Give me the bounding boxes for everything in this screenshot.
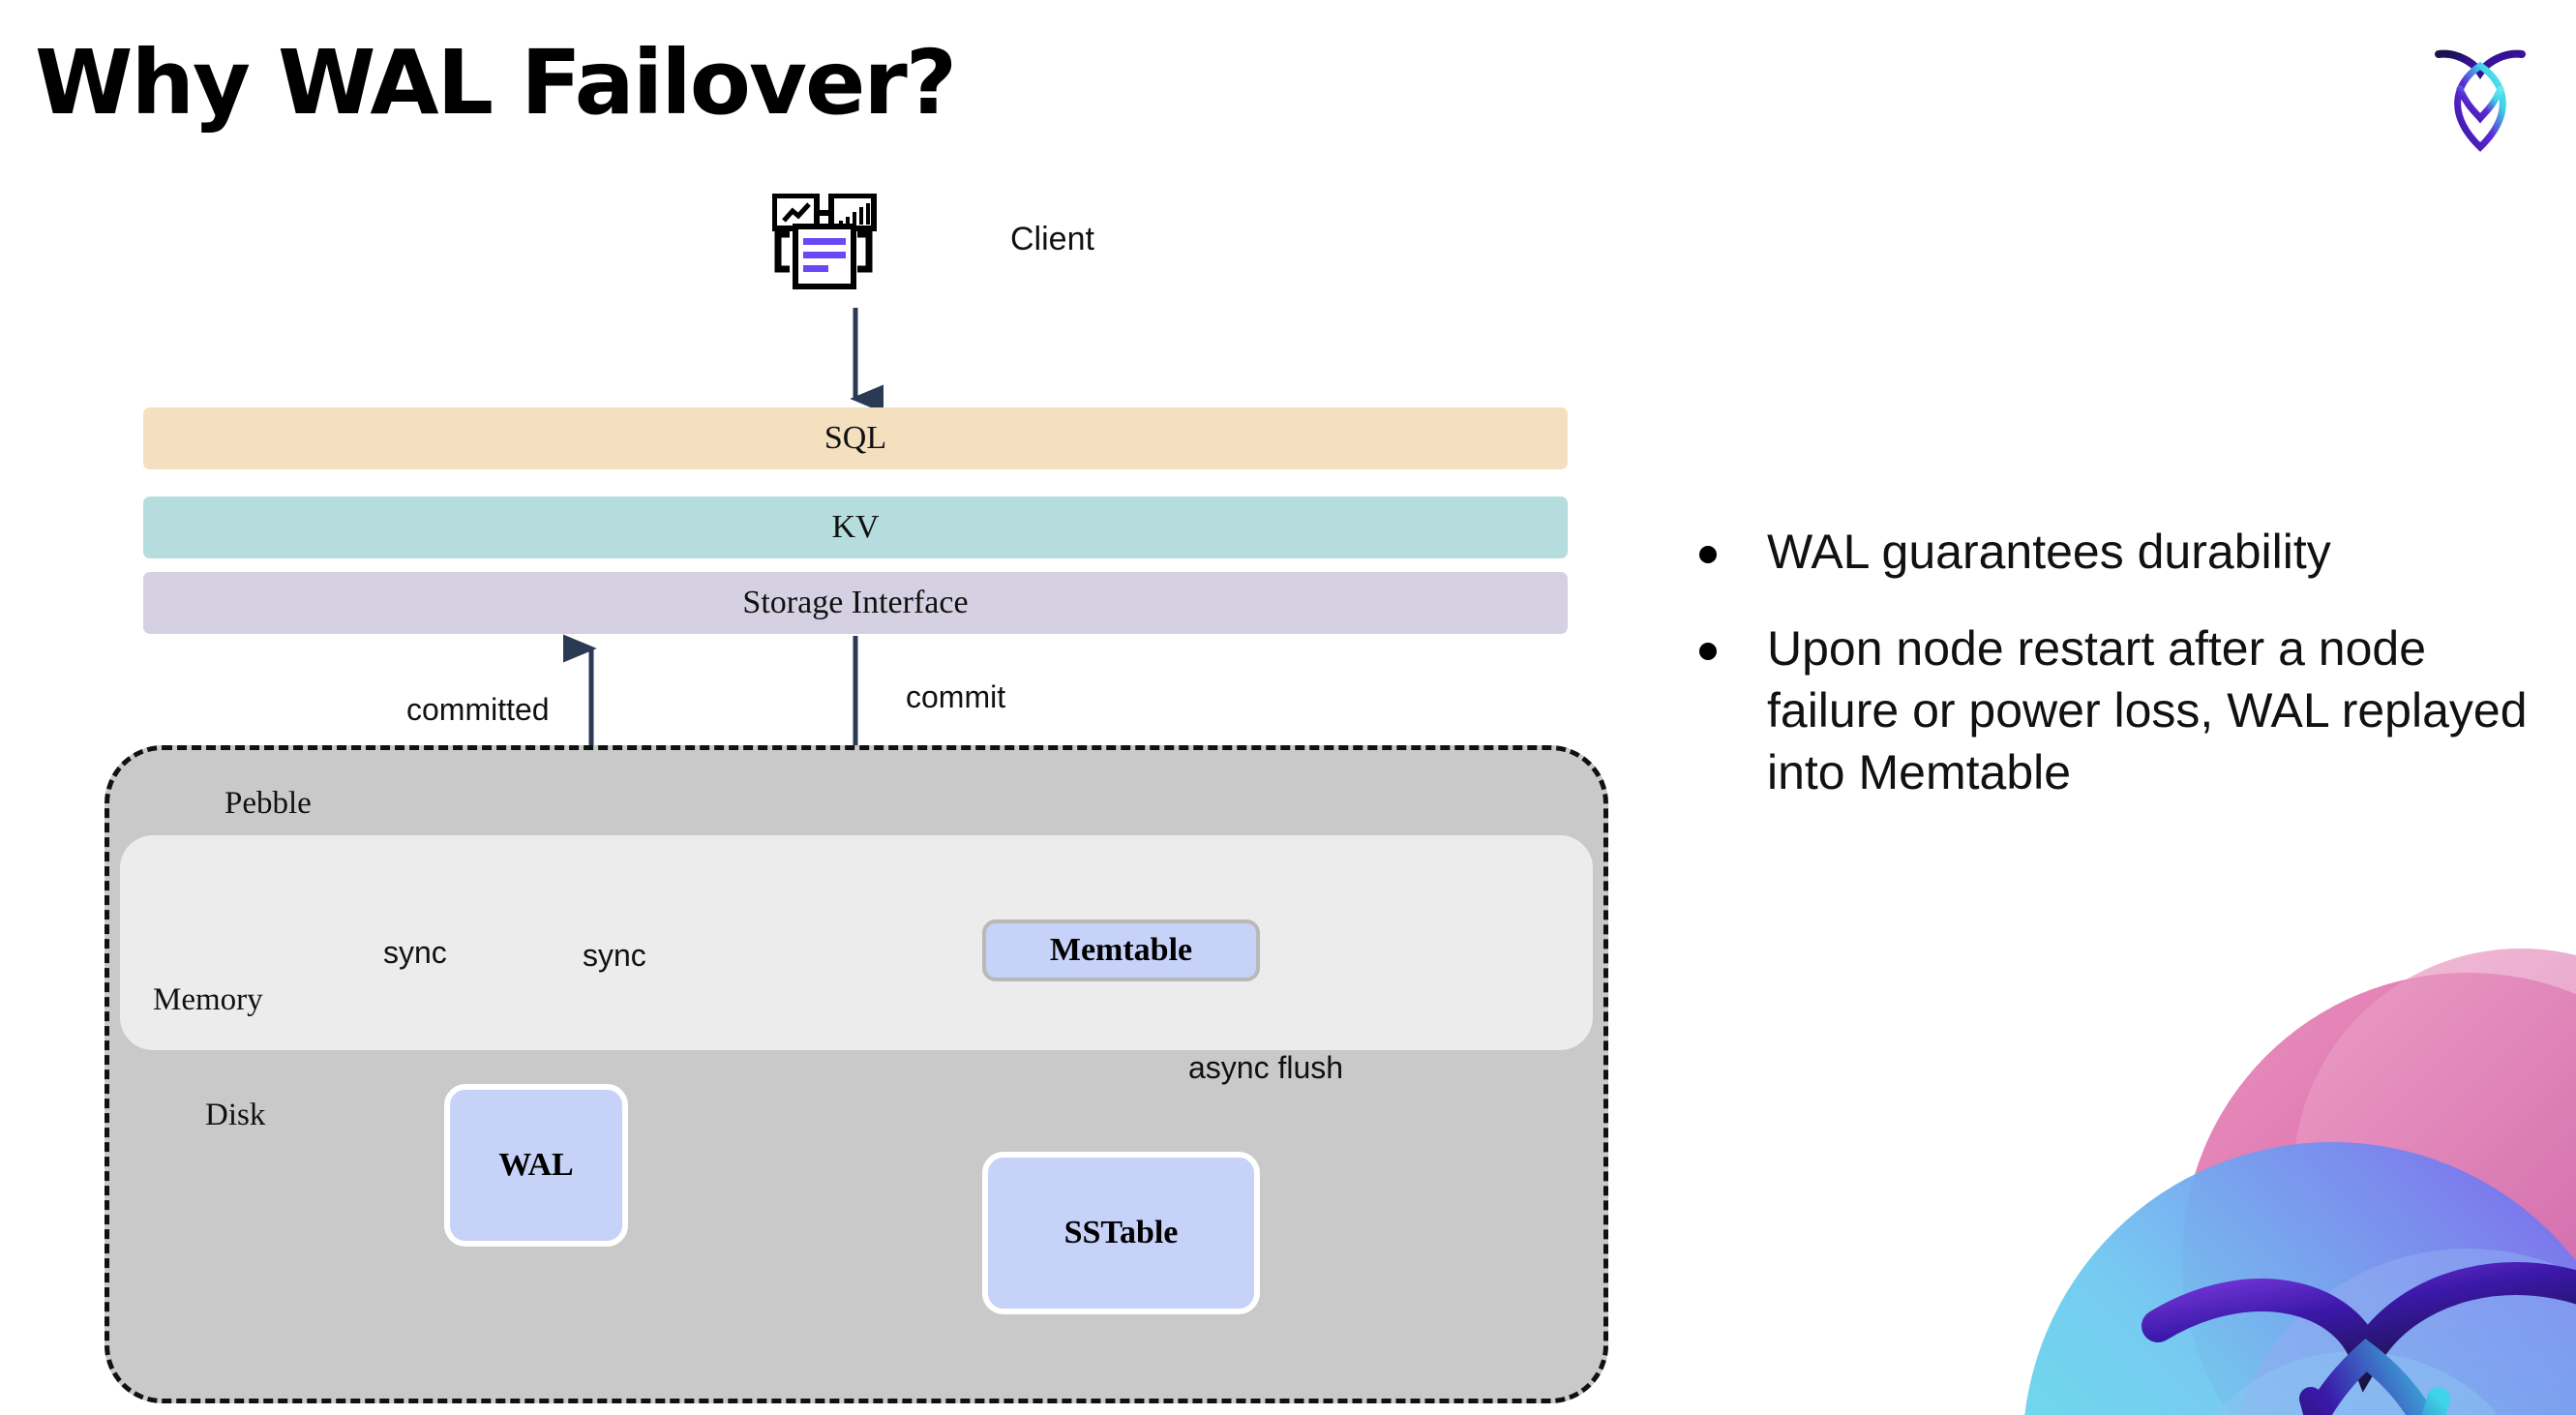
node-memtable-label: Memtable bbox=[1049, 932, 1193, 968]
layer-storage-label: Storage Interface bbox=[742, 585, 969, 620]
node-sstable[interactable]: SSTable bbox=[982, 1152, 1260, 1314]
edge-label-committed: committed bbox=[406, 692, 550, 727]
layer-storage-interface[interactable]: Storage Interface bbox=[143, 572, 1568, 634]
node-memtable[interactable]: Memtable bbox=[982, 919, 1260, 981]
bullet-dot-icon bbox=[1699, 643, 1717, 660]
bullet-text: Upon node restart after a node failure o… bbox=[1767, 621, 2528, 799]
edge-label-commit: commit bbox=[906, 679, 1006, 714]
client-label: Client bbox=[1010, 221, 1094, 257]
list-item: WAL guarantees durability bbox=[1699, 521, 2531, 583]
layer-sql[interactable]: SQL bbox=[143, 407, 1568, 469]
list-item: Upon node restart after a node failure o… bbox=[1699, 617, 2531, 803]
page-title: Why WAL Failover? bbox=[35, 31, 957, 135]
node-wal-label: WAL bbox=[498, 1147, 574, 1183]
decorative-brand-art bbox=[2024, 948, 2576, 1415]
cockroachdb-logo-icon bbox=[2435, 49, 2526, 152]
bullet-text: WAL guarantees durability bbox=[1767, 525, 2331, 579]
memory-label: Memory bbox=[153, 982, 263, 1017]
layer-sql-label: SQL bbox=[824, 420, 887, 456]
edge-label-async-flush: async flush bbox=[1188, 1050, 1344, 1085]
architecture-diagram: Client SQL KV Storage Interface Pebble M… bbox=[105, 194, 1608, 1403]
edge-label-sync-1: sync bbox=[383, 935, 447, 970]
edge-label-sync-2: sync bbox=[583, 938, 646, 973]
layer-kv[interactable]: KV bbox=[143, 497, 1568, 558]
node-wal[interactable]: WAL bbox=[444, 1084, 628, 1247]
client-dashboard-icon bbox=[772, 194, 877, 289]
bullet-list: WAL guarantees durability Upon node rest… bbox=[1699, 521, 2531, 838]
disk-label: Disk bbox=[205, 1098, 266, 1132]
memory-region bbox=[120, 835, 1593, 1050]
bullet-dot-icon bbox=[1699, 546, 1717, 563]
pebble-label: Pebble bbox=[225, 786, 312, 821]
layer-kv-label: KV bbox=[831, 509, 880, 545]
node-sstable-label: SSTable bbox=[1063, 1215, 1179, 1250]
